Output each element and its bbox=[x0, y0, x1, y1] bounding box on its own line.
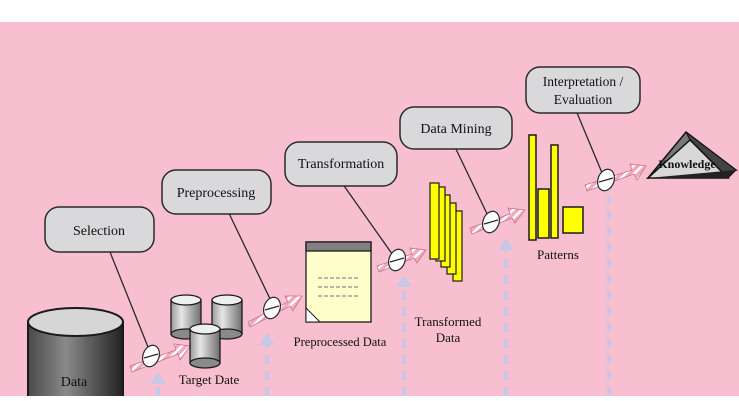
target-data-label: Target Date bbox=[179, 372, 240, 387]
patterns-bars bbox=[528, 134, 584, 241]
step-label-interpretation-line1: Interpretation / bbox=[543, 74, 624, 89]
step-label-preprocessing: Preprocessing bbox=[177, 186, 256, 201]
leader-lines bbox=[109, 107, 606, 353]
transformed-data-label-line1: Transformed bbox=[415, 314, 482, 329]
step-bubble-interpretation: Interpretation / Evaluation bbox=[525, 66, 641, 114]
step-label-selection: Selection bbox=[73, 224, 125, 239]
transformed-data-label-line2: Data bbox=[436, 330, 461, 345]
dashed-arrow-heads bbox=[150, 238, 514, 384]
step-label-transformation: Transformation bbox=[298, 157, 385, 172]
preprocessed-data-label: Preprocessed Data bbox=[294, 335, 387, 349]
dashed-arrows bbox=[156, 196, 611, 396]
step-bubble-selection: Selection bbox=[44, 206, 155, 253]
patterns-label: Patterns bbox=[537, 247, 579, 262]
step-bubble-data-mining: Data Mining bbox=[399, 106, 513, 150]
preprocessed-data-sheet bbox=[305, 241, 372, 323]
target-data-cylinders bbox=[170, 294, 243, 369]
knowledge-label: Knowledge bbox=[658, 157, 716, 171]
step-label-interpretation-line2: Evaluation bbox=[554, 92, 613, 107]
step-bubble-preprocessing: Preprocessing bbox=[161, 169, 272, 215]
step-ovals bbox=[141, 168, 616, 368]
data-cylinder: Data bbox=[27, 307, 124, 396]
step-bubble-transformation: Transformation bbox=[284, 141, 398, 187]
data-label: Data bbox=[61, 375, 88, 390]
transformed-data-stack bbox=[429, 182, 463, 282]
step-label-data-mining: Data Mining bbox=[420, 122, 491, 137]
knowledge-prism bbox=[646, 130, 738, 179]
